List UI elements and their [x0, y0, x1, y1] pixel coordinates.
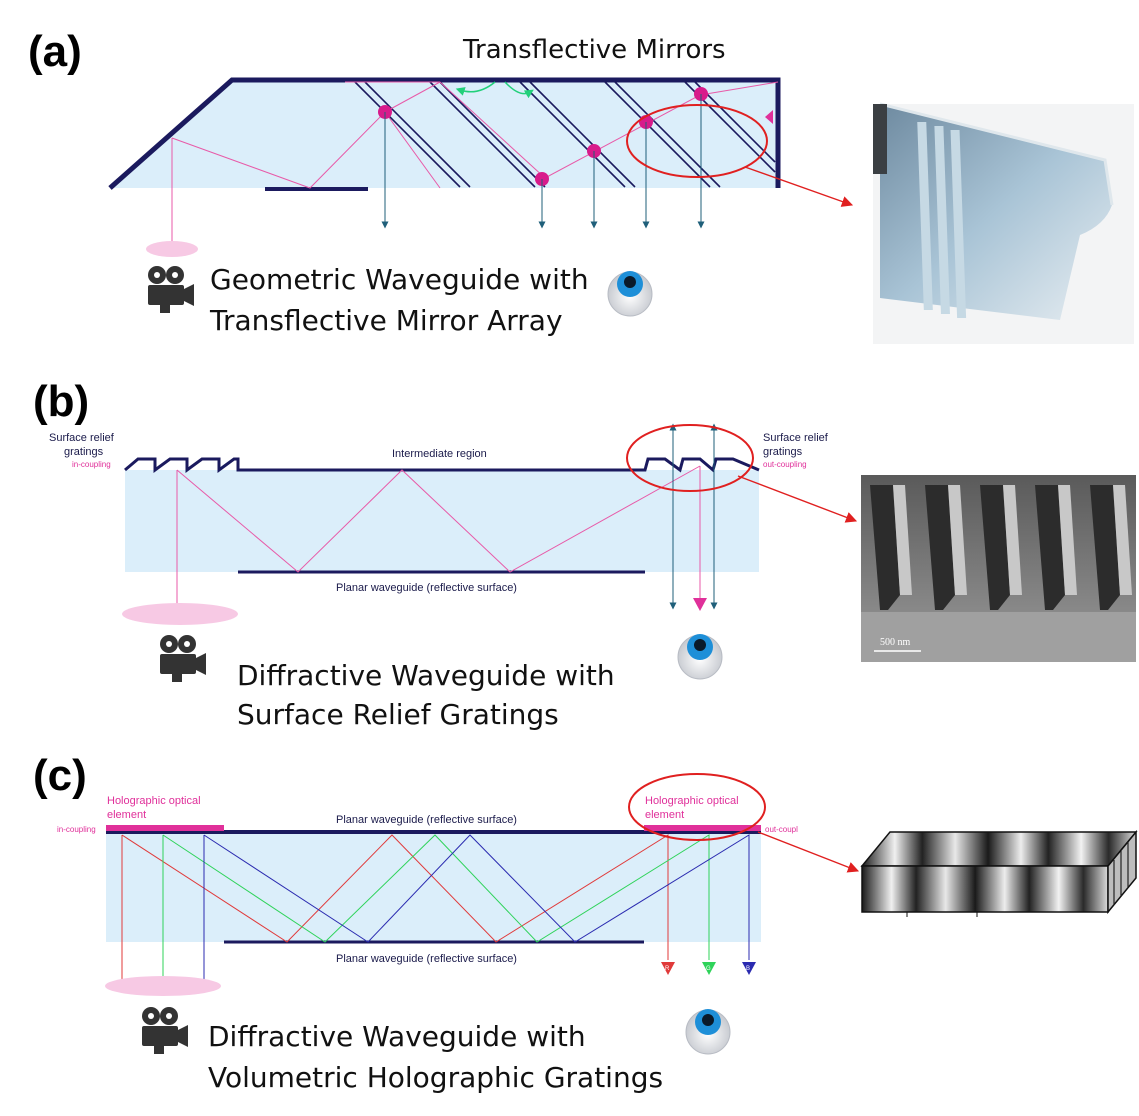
source-glow-b	[122, 603, 238, 625]
output-arrow-blue	[742, 962, 756, 975]
hoe-left-sub: in-coupling	[57, 825, 96, 834]
output-arrow-green	[702, 962, 716, 975]
hoe-right-sub: out-coupl	[765, 825, 798, 834]
blue-light-path	[203, 834, 750, 985]
hoe-out-coupling-bar	[644, 825, 761, 831]
projector-icon-a	[148, 266, 194, 313]
panel-a-label: (a)	[28, 27, 82, 76]
highlight-circle-b	[626, 424, 754, 492]
geometric-waveguide-edge	[108, 77, 781, 190]
panel-a: (a) Transflective Mirrors	[28, 27, 1134, 344]
output-label-r: R	[665, 966, 670, 972]
green-light-path	[162, 834, 710, 985]
pointer-arrow-a	[744, 166, 854, 207]
light-path-b	[176, 465, 701, 612]
output-arrow-pink-b	[693, 598, 707, 611]
geometric-waveguide-photo	[873, 102, 1134, 344]
panel-b: (b) Surface relief gratings in-coupling …	[33, 377, 1136, 731]
planar-waveguide-label-b: Planar waveguide (reflective surface)	[336, 582, 517, 594]
srg-left-label-line1: Surface relief	[49, 432, 115, 444]
projector-icon-c	[142, 1007, 188, 1054]
caption-c-line1: Diffractive Waveguide with	[208, 1020, 586, 1053]
hoe-right-label-line2: element	[645, 809, 684, 821]
geometric-waveguide-body	[110, 80, 778, 188]
output-rays-a	[381, 94, 705, 229]
caption-b-line1: Diffractive Waveguide with	[237, 659, 615, 692]
planar-waveguide-label-c-bottom: Planar waveguide (reflective surface)	[336, 953, 517, 965]
mirror-angle-arrow-left	[455, 81, 496, 96]
sem-scale-label: 500 nm	[880, 637, 911, 648]
srg-top-surface	[124, 457, 760, 473]
pointer-arrow-c	[757, 831, 860, 873]
panel-c: (c) Holographic optical element in-coupl…	[33, 751, 1138, 1094]
caption-c-line2: Volumetric Holographic Gratings	[208, 1061, 663, 1094]
source-glow-c	[105, 976, 221, 996]
mirror-angle-arrow-right	[504, 81, 534, 99]
highlight-circle-c	[628, 773, 766, 841]
output-label-g: G	[706, 966, 711, 972]
transflective-mirrors-label: Transflective Mirrors	[462, 35, 726, 65]
srg-waveguide-body	[125, 470, 759, 572]
hoe-in-coupling-bar	[106, 825, 224, 831]
eye-icon-b	[677, 634, 723, 680]
panel-c-label: (c)	[33, 751, 87, 800]
srg-right-sub: out-coupling	[763, 460, 807, 469]
intermediate-region-label: Intermediate region	[392, 448, 487, 460]
highlight-circle-a	[626, 104, 768, 178]
projector-icon-b	[160, 635, 206, 682]
output-label-b: B	[746, 966, 750, 972]
caption-a-line2: Transflective Mirror Array	[209, 304, 563, 337]
eye-icon-c	[685, 1009, 731, 1055]
eye-icon-a	[607, 271, 653, 317]
pointer-arrow-b	[737, 475, 858, 523]
red-light-path	[121, 834, 669, 985]
hoe-right-label-line1: Holographic optical	[645, 795, 739, 807]
volume-grating-block	[860, 829, 1138, 917]
caption-b-line2: Surface Relief Gratings	[237, 698, 559, 731]
mirror-reflection-points	[378, 87, 708, 186]
caption-a-line1: Geometric Waveguide with	[210, 263, 589, 296]
srg-right-label-line1: Surface relief	[763, 432, 829, 444]
exit-pink-arrow	[765, 110, 773, 124]
srg-left-sub: in-coupling	[72, 460, 111, 469]
output-arrow-red	[661, 962, 675, 975]
srg-left-label-line2: gratings	[64, 446, 104, 458]
output-rays-b	[669, 423, 718, 610]
light-path-a	[171, 81, 779, 246]
hoe-left-label-line1: Holographic optical	[107, 795, 201, 807]
vhg-waveguide-body	[106, 832, 761, 942]
srg-right-label-line2: gratings	[763, 446, 803, 458]
panel-b-label: (b)	[33, 377, 89, 426]
source-glow-a	[146, 241, 198, 257]
hoe-left-label-line2: element	[107, 809, 146, 821]
srg-sem-image: 500 nm	[861, 475, 1136, 662]
planar-waveguide-label-c-top: Planar waveguide (reflective surface)	[336, 814, 517, 826]
